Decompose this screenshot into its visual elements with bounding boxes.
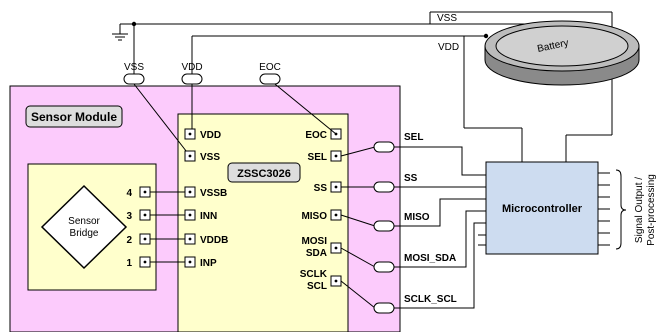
micro-output-stubs — [598, 172, 610, 246]
bus-label-sclk-scl: SCLK_SCL — [404, 294, 457, 305]
vss-label: VSS — [437, 13, 457, 24]
bridge-label-line1: Sensor — [68, 216, 100, 227]
bus-label-ss: SS — [404, 173, 418, 184]
bus-label-sel: SEL — [404, 132, 423, 143]
connector-label-eoc: EOC — [259, 62, 281, 73]
chip-pin-label-vss: VSS — [200, 152, 220, 163]
bridge-pin-number: 1 — [126, 258, 132, 269]
micro-input-stubs — [478, 234, 486, 246]
output-brace — [615, 169, 627, 250]
chip-pin-label-inp: INP — [200, 258, 217, 269]
connector-vdd — [181, 73, 203, 85]
battery-inner — [495, 25, 629, 67]
sensor-module-label: Sensor Module — [31, 110, 117, 124]
connector-miso — [373, 220, 395, 232]
chip-pin-label-sel: SEL — [308, 152, 327, 163]
chip-pin-label-vssb: VSSB — [200, 188, 227, 199]
chip-pin-label-inn: INN — [200, 211, 217, 222]
connector-sel — [373, 141, 395, 153]
sensor-module-badge — [25, 105, 123, 128]
bus-label-miso: MISO — [404, 212, 430, 223]
bridge-diamond — [40, 184, 128, 270]
microcontroller-label: Microcontroller — [502, 203, 583, 215]
connector-sclk-scl — [373, 302, 395, 314]
chip-pin-label-eoc: EOC — [305, 130, 327, 141]
bridge-label-line2: Bridge — [70, 228, 99, 239]
chip-pin-label-scl: SCL — [307, 281, 327, 292]
chip-pin-label-vddb: VDDB — [200, 235, 228, 246]
chip-pin-label-vdd: VDD — [200, 130, 221, 141]
connector-vss — [123, 73, 145, 85]
connector-mosi-sda — [373, 261, 395, 273]
chip-name: ZSSC3026 — [237, 168, 291, 180]
connector-ss — [373, 181, 395, 193]
junction-dot — [483, 33, 489, 39]
connector-label-vss: VSS — [124, 62, 144, 73]
bus-label-mosi-sda: MOSI_SDA — [404, 253, 456, 264]
bridge-pin-number: 4 — [126, 188, 132, 199]
chip-pin-label-sda: SDA — [306, 248, 327, 259]
connector-eoc — [259, 73, 281, 85]
chip-badge — [227, 162, 301, 183]
chip-pin-label-ss: SS — [314, 183, 328, 194]
chip-pin-label-miso: MISO — [301, 211, 327, 222]
chip-pin-label-mosi: MOSI — [301, 236, 327, 247]
vdd-label: VDD — [438, 42, 459, 53]
bridge-pin-number: 3 — [126, 211, 132, 222]
microcontroller — [485, 161, 599, 255]
battery: Battery — [484, 20, 640, 86]
connector-label-vdd: VDD — [181, 62, 202, 73]
signal-output-line1: Signal Output / — [634, 177, 645, 243]
ground-icon — [112, 24, 128, 41]
signal-output-line2: Post-processing — [646, 174, 657, 246]
bridge-pin-number: 2 — [126, 235, 132, 246]
chip — [177, 113, 349, 332]
chip-pin-label-sclk: SCLK — [300, 269, 328, 280]
